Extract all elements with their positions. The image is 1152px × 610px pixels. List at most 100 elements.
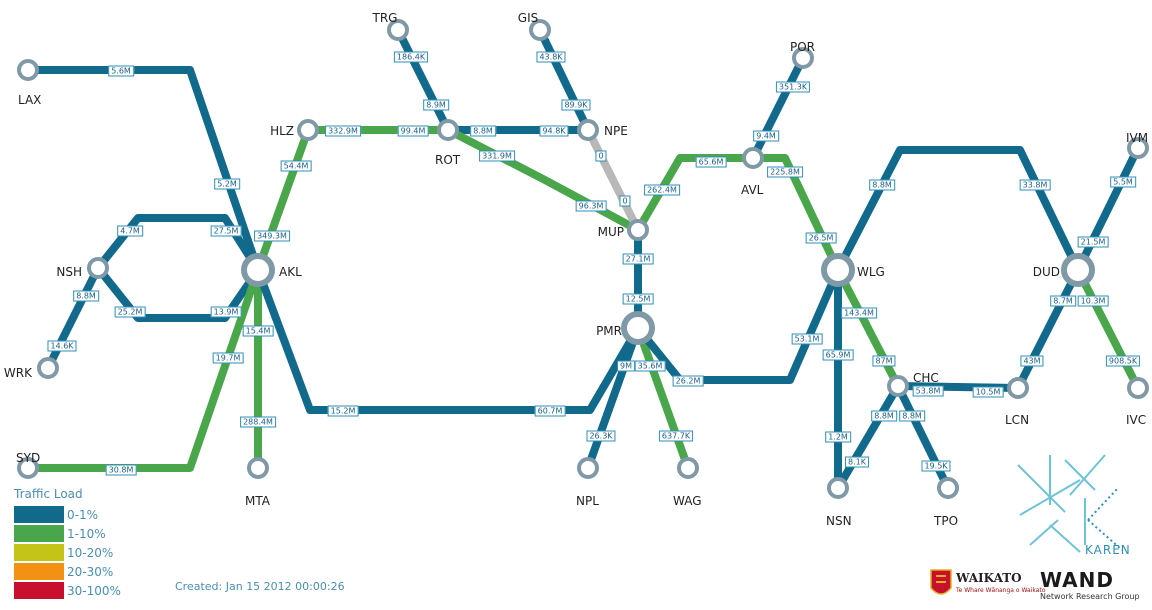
link-value-label: 54.4M — [280, 160, 312, 172]
link-npe-mup — [584, 128, 642, 232]
link-value-label: 8.7M — [1050, 295, 1076, 307]
link-value-label: 21.5M — [1077, 236, 1109, 248]
legend-label: 20-30% — [67, 564, 114, 579]
waikato-logo-text: WAIKATO — [956, 571, 1022, 585]
link-value-label: 99.4M — [397, 125, 429, 137]
node-label-akl: AKL — [279, 265, 302, 279]
link-wrk-nsh — [44, 266, 102, 370]
link-value-label: 33.8M — [1019, 179, 1051, 191]
node-ivm[interactable] — [1127, 137, 1149, 159]
link-value-label: 225.8M — [767, 166, 803, 178]
node-label-lax: LAX — [18, 93, 42, 107]
link-dud-lcn — [1014, 268, 1082, 390]
node-mup[interactable] — [627, 219, 649, 241]
node-rot[interactable] — [437, 119, 459, 141]
node-label-wlg: WLG — [857, 265, 885, 279]
waikato-logo-subtext: Te Whare Wānanga o Waikato — [956, 587, 1046, 594]
link-value-label: 5.2M — [214, 178, 240, 190]
link-value-label: 908.5K — [1105, 355, 1141, 367]
link-value-label: 27.1M — [622, 253, 654, 265]
node-lax[interactable] — [17, 59, 39, 81]
link-value-label: 53.1M — [791, 333, 823, 345]
node-ivc[interactable] — [1127, 377, 1149, 399]
link-value-label: 332.9M — [325, 125, 361, 137]
link-value-label: 89.9K — [561, 99, 591, 111]
node-label-wag: WAG — [673, 494, 702, 508]
node-chc[interactable] — [887, 375, 909, 397]
link-value-label: 94.8K — [539, 125, 569, 137]
legend-swatch — [14, 563, 64, 580]
link-value-label: 8.8M — [73, 290, 99, 302]
legend-swatch — [14, 582, 64, 599]
node-gis[interactable] — [529, 19, 551, 41]
legend-swatch — [14, 525, 64, 542]
link-value-label: 8.8M — [869, 179, 895, 191]
link-value-label: 14.6K — [47, 340, 77, 352]
link-value-label: 8.1K — [845, 456, 869, 468]
node-npl[interactable] — [577, 457, 599, 479]
node-label-npl: NPL — [576, 494, 599, 508]
link-value-label: 30.8M — [105, 464, 137, 476]
link-value-label: 8.8M — [470, 125, 496, 137]
wand-logo-subtext: Network Research Group — [1040, 592, 1140, 601]
link-wlg-dud — [834, 146, 1082, 272]
node-por[interactable] — [792, 47, 814, 69]
link-por-avl — [749, 56, 807, 160]
node-label-syd: SYD — [16, 451, 41, 465]
legend-title: Traffic Load — [14, 487, 83, 501]
node-label-nsn: NSN — [826, 514, 852, 528]
node-nsh[interactable] — [87, 257, 109, 279]
node-hlz[interactable] — [297, 119, 319, 141]
nodes-layer — [17, 19, 1149, 499]
node-wrk[interactable] — [37, 357, 59, 379]
link-hlz-akl — [254, 128, 312, 272]
node-npe[interactable] — [577, 119, 599, 141]
link-pmr-wag — [634, 326, 692, 470]
node-pmr[interactable] — [621, 311, 655, 345]
link-pmr-npl — [584, 326, 642, 470]
link-value-label: 10.5M — [972, 386, 1004, 398]
link-value-label: 0 — [619, 195, 631, 207]
waikato-crest-icon — [930, 569, 952, 595]
link-value-label: 43M — [1020, 355, 1044, 367]
node-dud[interactable] — [1061, 253, 1095, 287]
node-nsn[interactable] — [827, 477, 849, 499]
link-value-label: 351.3K — [775, 81, 811, 93]
link-value-label: 12.5M — [622, 293, 654, 305]
link-lax-akl — [28, 66, 262, 272]
node-label-wrk: WRK — [3, 366, 32, 380]
node-wlg[interactable] — [821, 253, 855, 287]
node-syd[interactable] — [17, 457, 39, 479]
link-rot-mup — [446, 126, 640, 234]
link-value-label: 96.3M — [575, 200, 607, 212]
legend-label: 1-10% — [67, 526, 106, 541]
link-value-label: 13.9M — [210, 306, 242, 318]
link-value-label: 8.9M — [423, 99, 449, 111]
legend-swatch — [14, 544, 64, 561]
node-lcn[interactable] — [1007, 377, 1029, 399]
link-value-label: 87M — [872, 355, 896, 367]
link-value-label: 35.6M — [634, 360, 666, 372]
link-value-label: 5.5M — [1110, 176, 1136, 188]
node-avl[interactable] — [742, 147, 764, 169]
link-value-label: 26.3K — [586, 430, 616, 442]
node-wag[interactable] — [677, 457, 699, 479]
wand-logo-text: WAND — [1040, 568, 1114, 592]
link-value-label: 15.4M — [242, 325, 274, 337]
node-trg[interactable] — [387, 19, 409, 41]
link-gis-npe — [536, 28, 592, 132]
node-label-hlz: HLZ — [270, 124, 294, 138]
node-label-mup: MUP — [597, 225, 624, 239]
node-label-lcn: LCN — [1005, 413, 1030, 427]
node-label-chc: CHC — [913, 371, 939, 385]
link-value-label: 5.6M — [108, 65, 134, 77]
node-mta[interactable] — [247, 457, 269, 479]
legend-label: 0-1% — [67, 507, 99, 522]
node-tpo[interactable] — [937, 477, 959, 499]
link-avl-mup — [634, 154, 753, 233]
node-label-avl: AVL — [741, 183, 764, 197]
link-value-label: 0 — [595, 150, 607, 162]
node-akl[interactable] — [241, 253, 275, 287]
link-value-label: 43.8K — [536, 51, 566, 63]
